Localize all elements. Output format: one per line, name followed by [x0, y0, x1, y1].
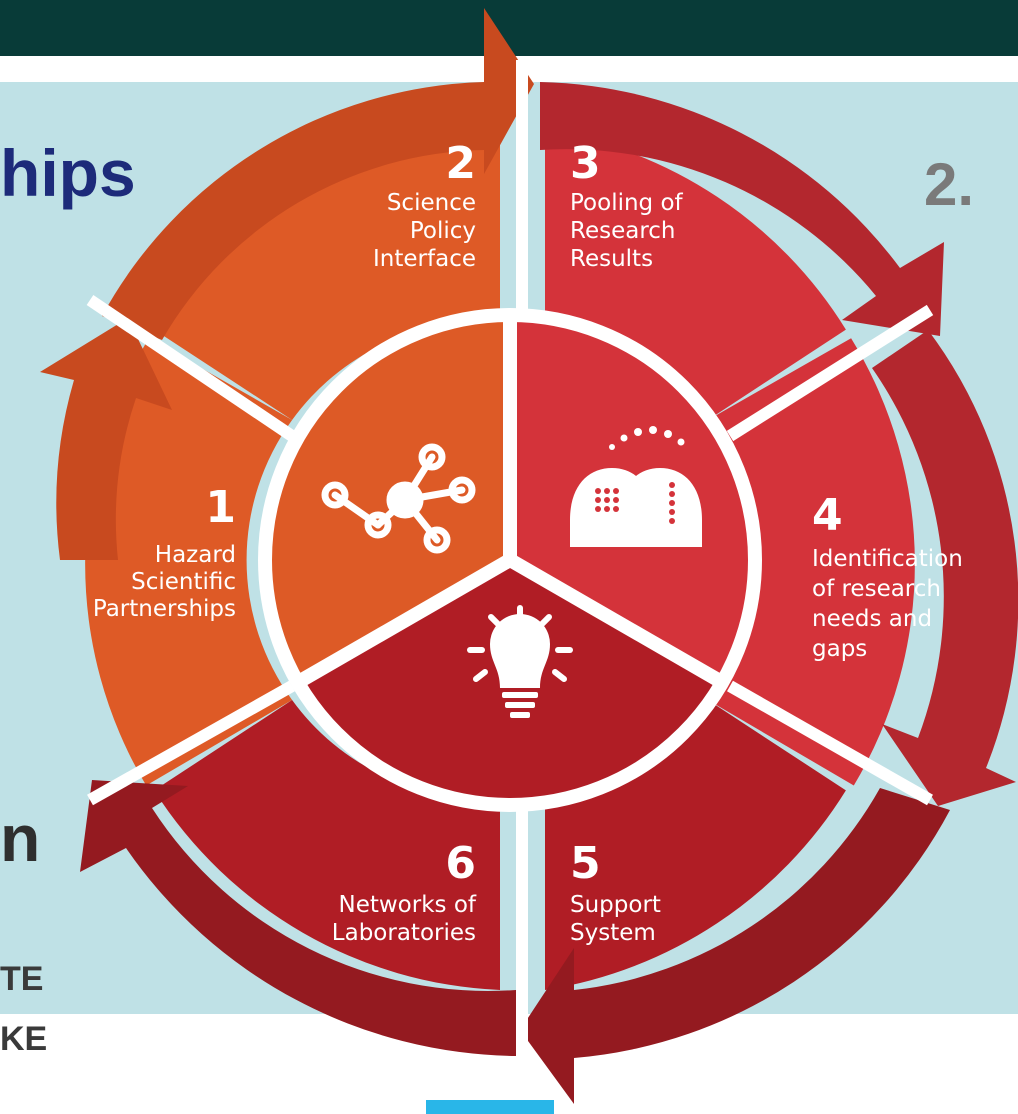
- section-number-fragment: 2.: [924, 151, 975, 218]
- ring-divider-lower-left: [87, 680, 295, 806]
- core-divider-left: [291, 553, 514, 691]
- network-nodes-icon: [321, 443, 476, 554]
- step-6-label-line-2: Laboratories: [332, 920, 476, 946]
- step-5-label-line-1: Support: [570, 892, 661, 918]
- step-6-number: 6: [445, 838, 476, 889]
- step-1-label-line-3: Partnerships: [93, 596, 236, 622]
- step-3-label-line-1: Pooling of: [570, 190, 684, 216]
- step-2-label-line-1: Science: [387, 190, 476, 216]
- step-4-label-line-4: gaps: [812, 636, 867, 662]
- step-3-label-line-3: Results: [570, 246, 653, 272]
- ring-divider-lower-right: [727, 680, 933, 806]
- step-4-label-line-3: needs and: [812, 606, 932, 632]
- arrow-5-to-6: [520, 788, 950, 1104]
- step-2-label-line-2: Policy: [410, 218, 476, 244]
- segment-6-networks-laboratories: [154, 700, 500, 990]
- segment-4-identification-needs-gaps: [707, 338, 915, 786]
- step-5-number: 5: [570, 838, 601, 889]
- step-4-label-line-2: of research: [812, 576, 941, 602]
- step-1-label-line-1: Hazard: [155, 542, 236, 568]
- heading-fragment: hips: [0, 136, 136, 210]
- arrow-1-to-2: [40, 318, 172, 560]
- text-fragment-1: TE: [0, 960, 44, 998]
- arrow-6-to-1: [80, 780, 516, 1056]
- step-3-number: 3: [570, 138, 601, 189]
- step-2-number: 2: [445, 138, 476, 189]
- segment-3-pooling-research-results: [545, 130, 846, 420]
- segment-2-science-policy-interface: [154, 130, 500, 420]
- step-2-label-line-3: Interface: [373, 246, 476, 272]
- lightbulb-icon: [467, 605, 573, 718]
- heading-fragment-lower: n: [0, 801, 41, 875]
- step-1-label-line-2: Scientific: [131, 569, 236, 595]
- text-fragment-2: KE: [0, 1020, 48, 1058]
- core-divider-right: [506, 553, 729, 691]
- bottom-accent-strip: [426, 1100, 554, 1114]
- step-4-label-line-1: Identification: [812, 546, 963, 572]
- step-5-label-line-2: System: [570, 920, 656, 946]
- step-4-number: 4: [812, 490, 843, 541]
- ring-divider-upper-left: [86, 295, 296, 441]
- segment-5-support-system: [545, 700, 846, 990]
- arrow-2-to-3: [102, 8, 534, 340]
- segment-1-hazard-scientific-partnerships: [85, 338, 293, 786]
- step-6-label-line-1: Networks of: [339, 892, 477, 918]
- ring-divider-upper-right: [726, 304, 934, 442]
- step-1-number: 1: [205, 482, 236, 533]
- knowledge-sharing-heads-icon: [570, 426, 702, 547]
- arrow-3-to-4: [540, 82, 944, 336]
- step-3-label-line-2: Research: [570, 218, 676, 244]
- arrow-4-to-5: [872, 330, 1018, 806]
